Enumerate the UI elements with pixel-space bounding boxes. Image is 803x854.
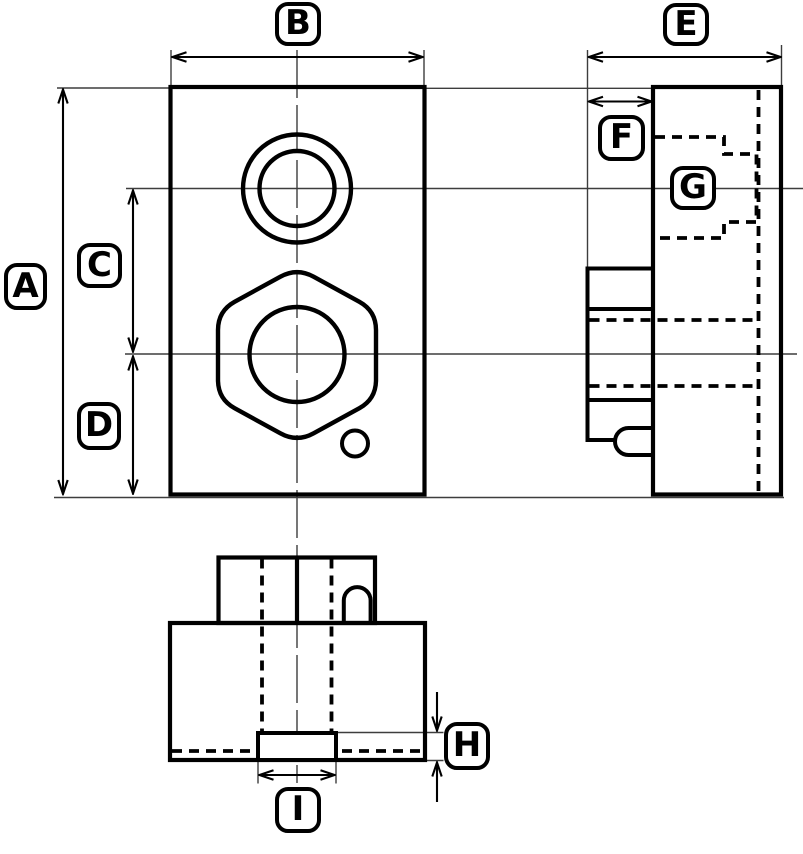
- dim-label-a: A: [4, 263, 47, 310]
- center-lines: [125, 50, 803, 783]
- bottom-view: [167, 555, 428, 763]
- dim-label-f: F: [598, 115, 645, 161]
- front-view: [168, 84, 427, 497]
- hex-bore-circle: [247, 304, 347, 405]
- dim-label-d: D: [77, 402, 121, 450]
- dim-label-h: H: [444, 722, 490, 770]
- extension-lines: [54, 45, 784, 784]
- bottom-arch-notch: [341, 585, 373, 622]
- side-view-outline: [650, 84, 784, 497]
- dim-label-g: G: [670, 166, 716, 210]
- bottom-tab: [256, 731, 338, 762]
- front-view-outline: [168, 84, 427, 497]
- dimension-lines: [63, 57, 781, 802]
- port-circle-inner: [257, 148, 337, 229]
- hidden-cavity-stepped: [655, 135, 759, 240]
- dim-label-e: E: [663, 3, 709, 46]
- dim-label-i: I: [275, 787, 321, 833]
- small-hole: [340, 428, 370, 459]
- hex-boss: [215, 269, 379, 441]
- dim-label-b: B: [275, 2, 321, 46]
- port-circle-outer: [240, 132, 354, 245]
- dim-label-c: C: [77, 243, 122, 288]
- side-tab-slot: [613, 426, 653, 457]
- side-view: [585, 84, 784, 497]
- side-port-boss: [585, 266, 653, 442]
